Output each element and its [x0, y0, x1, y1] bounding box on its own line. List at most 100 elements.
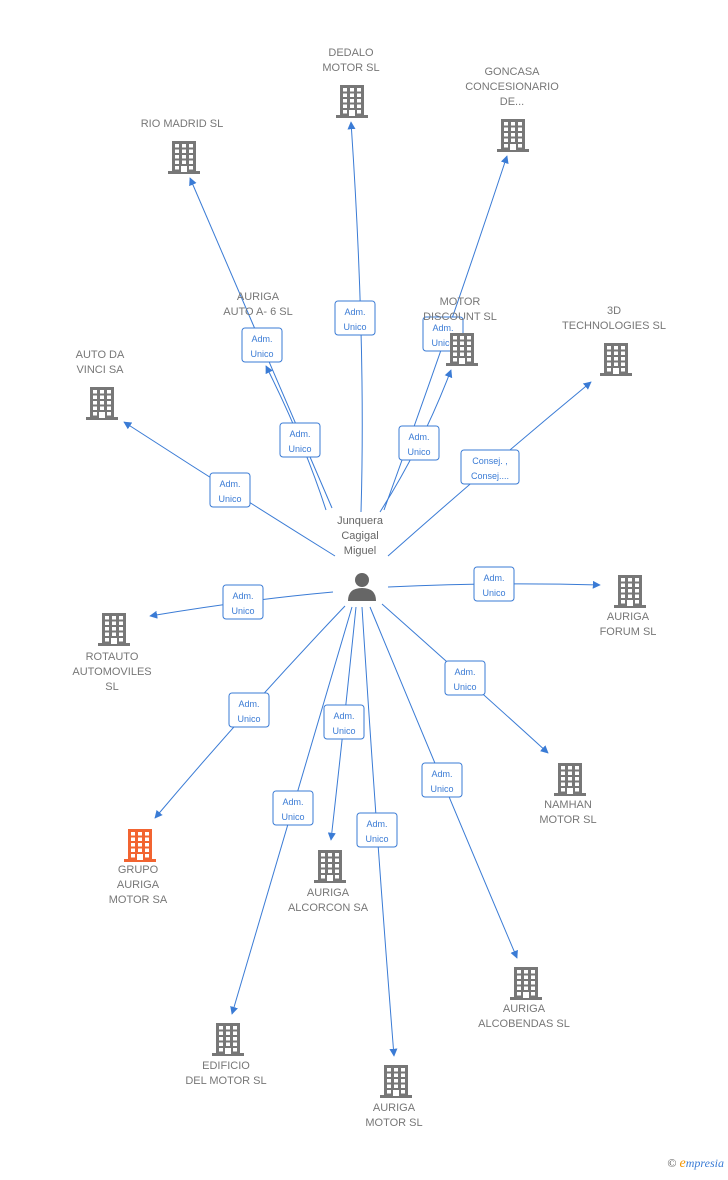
- edge-label-motor-discount[interactable]: Adm.Unico: [398, 425, 440, 461]
- edge-label-auriga-forum[interactable]: Adm. Unico: [473, 566, 515, 602]
- brand-initial: e: [679, 1156, 686, 1171]
- edge-label-box: [444, 660, 486, 696]
- building-icon[interactable]: [497, 119, 529, 152]
- center-name-line: Cagigal: [341, 530, 378, 542]
- edge-label-text: Adm.Unico: [288, 429, 311, 454]
- edge-label-auto-da-vinci[interactable]: Adm.Unico: [209, 472, 251, 508]
- edge-label-text-line: Adm.: [282, 797, 303, 807]
- edge-label-text-line: Adm.: [333, 711, 354, 721]
- edge-label-text-line: Unico: [453, 682, 476, 692]
- edge-label-text-line: Consej. ,: [472, 456, 508, 466]
- edge-label-box: [272, 790, 314, 826]
- edge-label-text-line: Unico: [332, 726, 355, 736]
- edge-label-text-line: Adm.: [432, 323, 453, 333]
- building-icon[interactable]: [98, 613, 130, 646]
- edge-label-text: Adm. Unico: [343, 307, 366, 332]
- edge-label-namhan[interactable]: Adm.Unico: [444, 660, 486, 696]
- edge-label-3d-technologies[interactable]: Consej. , Consej....: [460, 449, 520, 485]
- node-label-goncasa-line: DE...: [500, 96, 524, 108]
- edge-label-text: Adm. Unico: [482, 573, 505, 598]
- edge-label-text: Adm.Unico: [430, 769, 453, 794]
- node-label-goncasa-line: GONCASA: [484, 66, 540, 78]
- edge-label-auriga-auto-a6[interactable]: Adm.Unico: [279, 422, 321, 458]
- edge-label-text-line: Adm.: [289, 429, 310, 439]
- building-icon[interactable]: [86, 387, 118, 420]
- node-label-grupo-auriga-line: AURIGA: [117, 879, 160, 891]
- building-icon[interactable]: [614, 575, 646, 608]
- edge-label-text: Adm.Unico: [453, 667, 476, 692]
- brand-name: mpresia: [685, 1156, 724, 1170]
- building-icon[interactable]: [380, 1065, 412, 1098]
- node-label-rotauto-line: AUTOMOVILES: [72, 666, 151, 678]
- edge-label-box: [421, 762, 463, 798]
- node-label-auriga-alcorcon-line: AURIGA: [307, 887, 350, 899]
- building-icon[interactable]: [168, 141, 200, 174]
- edge-label-text: Adm.Unico: [218, 479, 241, 504]
- node-label-auriga-forum-line: FORUM SL: [600, 626, 657, 638]
- edge-label-edificio-motor[interactable]: Adm. Unico: [272, 790, 314, 826]
- building-icon[interactable]: [336, 85, 368, 118]
- edge-label-grupo-auriga[interactable]: Adm.Unico: [228, 692, 270, 728]
- building-icon[interactable]: [600, 343, 632, 376]
- edge-label-box: [356, 812, 398, 848]
- edge-label-text-line: Consej....: [471, 471, 509, 481]
- edge-label-box: [228, 692, 270, 728]
- node-label-auriga-auto-a6-line: AUTO A- 6 SL: [223, 306, 293, 318]
- node-label-auriga-motor-line: MOTOR SL: [365, 1117, 422, 1129]
- edge-label-text-line: Adm.: [344, 307, 365, 317]
- edge-label-rio-madrid[interactable]: Adm.Unico: [241, 327, 283, 363]
- footer-brand: © empresia: [667, 1156, 724, 1172]
- node-label-auriga-alcobendas: AURIGA ALCOBENDAS SL: [478, 1003, 570, 1030]
- node-label-dedalo-line: MOTOR SL: [322, 62, 379, 74]
- edge-label-text: Adm.Unico: [231, 591, 254, 616]
- node-label-dedalo: DEDALO MOTOR SL: [322, 47, 379, 74]
- edge-label-text-line: Adm.: [232, 591, 253, 601]
- edge-label-text-line: Unico: [482, 588, 505, 598]
- node-label-auriga-alcorcon-line: ALCORCON SA: [288, 902, 369, 914]
- edge-label-auriga-alcorcon[interactable]: Adm. Unico: [323, 704, 365, 740]
- building-icon[interactable]: [124, 829, 156, 862]
- edge-label-text-line: Unico: [407, 447, 430, 457]
- edge-label-auriga-alcobendas[interactable]: Adm.Unico: [421, 762, 463, 798]
- edge-label-box: [241, 327, 283, 363]
- edge-label-text-line: Unico: [343, 322, 366, 332]
- node-label-motor-discount-line: DISCOUNT SL: [423, 311, 497, 323]
- node-label-auto-da-vinci-line: VINCI SA: [76, 364, 124, 376]
- edge-label-text: Adm.Unico: [431, 323, 454, 348]
- node-label-auriga-alcobendas-line: AURIGA: [503, 1003, 546, 1015]
- edge-label-text: Consej. , Consej....: [471, 456, 509, 481]
- edge-label-text-line: Unico: [237, 714, 260, 724]
- building-icon[interactable]: [554, 763, 586, 796]
- edge-label-text-line: Adm.: [251, 334, 272, 344]
- edge-label-text-line: Unico: [281, 812, 304, 822]
- building-icon[interactable]: [212, 1023, 244, 1056]
- building-icon[interactable]: [314, 850, 346, 883]
- node-label-namhan-line: MOTOR SL: [539, 814, 596, 826]
- node-label-auriga-alcobendas-line: ALCOBENDAS SL: [478, 1018, 570, 1030]
- node-label-dedalo-line: DEDALO: [328, 47, 374, 59]
- edge-label-text-line: Adm.: [366, 819, 387, 829]
- edge-label-text: Adm.Unico: [250, 334, 273, 359]
- center-name-line: Miguel: [344, 545, 376, 557]
- edge-label-box: [460, 449, 520, 485]
- edge-label-text-line: Adm.: [219, 479, 240, 489]
- edge-label-auriga-motor[interactable]: Adm.Unico: [356, 812, 398, 848]
- edge-label-dedalo[interactable]: Adm. Unico: [334, 300, 376, 336]
- building-icon[interactable]: [446, 333, 478, 366]
- edge-label-box: [222, 584, 264, 620]
- node-label-3d-technologies-line: 3D: [607, 305, 621, 317]
- building-icon[interactable]: [510, 967, 542, 1000]
- edge-label-rotauto[interactable]: Adm.Unico: [222, 584, 264, 620]
- edge-label-text-line: Adm.: [483, 573, 504, 583]
